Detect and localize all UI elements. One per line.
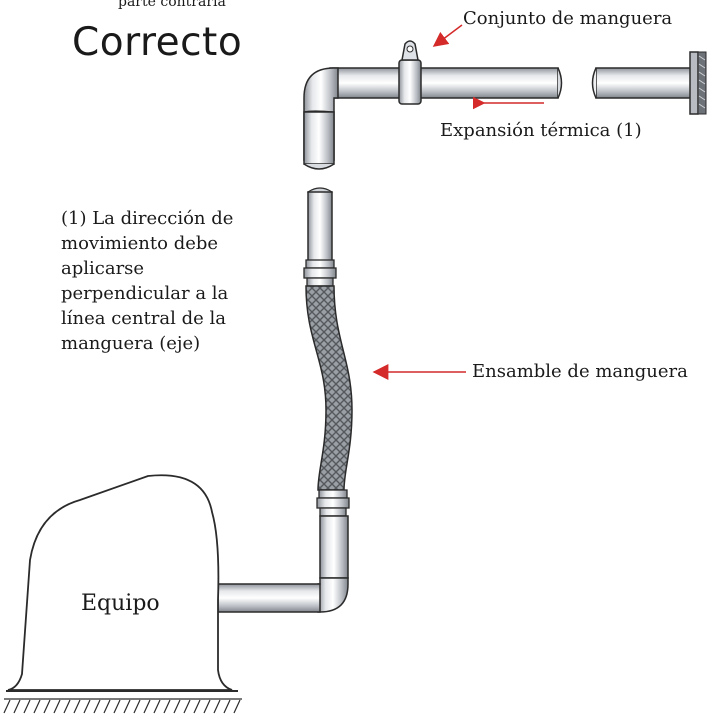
footnote: (1) La dirección de movimiento debe apli… bbox=[61, 206, 261, 356]
equipment-label: Equipo bbox=[81, 591, 160, 616]
pipe-clamp-icon bbox=[398, 40, 422, 105]
hose-assembly-label: Ensamble de manguera bbox=[472, 361, 688, 382]
footnote-line: línea central de la bbox=[61, 308, 226, 329]
upper-fitting bbox=[303, 259, 337, 287]
thermal-expansion-label: Expansión térmica (1) bbox=[440, 120, 642, 141]
footnote-line: perpendicular a la bbox=[61, 283, 229, 304]
wall-flange-icon bbox=[689, 51, 707, 115]
lower-fitting bbox=[316, 489, 350, 517]
page-title: Correcto bbox=[72, 20, 243, 65]
equipment-body bbox=[7, 474, 233, 691]
upper-riser bbox=[303, 111, 335, 263]
cropped-heading: parte contraria bbox=[118, 0, 226, 10]
braided-hose bbox=[305, 285, 353, 491]
hose-set-leader bbox=[432, 24, 463, 47]
ground-hatch-icon bbox=[3, 698, 242, 714]
lower-riser bbox=[217, 515, 349, 613]
footnote-line: (1) La dirección de bbox=[61, 208, 234, 229]
footnote-line: manguera (eje) bbox=[61, 333, 201, 354]
footnote-line: aplicarse bbox=[61, 258, 145, 279]
hose-set-label: Conjunto de manguera bbox=[463, 8, 673, 29]
footnote-line: movimiento debe bbox=[61, 233, 219, 254]
top-pipe bbox=[329, 67, 693, 99]
